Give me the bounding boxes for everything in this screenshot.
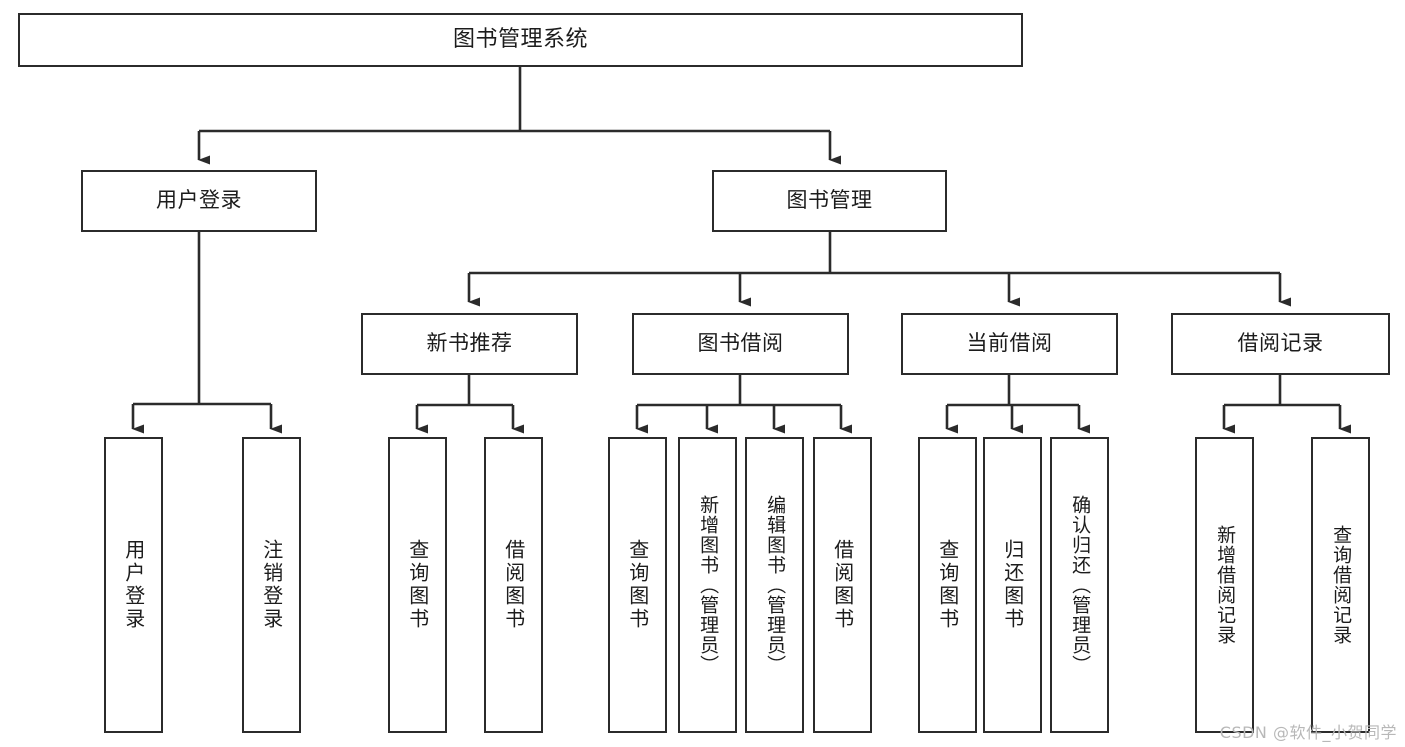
leaf-confirm-return-admin[interactable]: 确认归还（管理员）	[1050, 437, 1109, 733]
node-label: 查询图书	[625, 539, 650, 631]
node-label: 编辑图书（管理员）	[764, 495, 787, 675]
leaf-add-borrow-record[interactable]: 新增借阅记录	[1195, 437, 1254, 733]
leaf-borrow-book-1[interactable]: 借阅图书	[484, 437, 543, 733]
node-label: 查询图书	[935, 539, 960, 631]
leaf-query-book-1[interactable]: 查询图书	[388, 437, 447, 733]
node-user-login[interactable]: 用户登录	[81, 170, 317, 232]
node-book-manage[interactable]: 图书管理	[712, 170, 947, 232]
node-new-book-recommend[interactable]: 新书推荐	[361, 313, 578, 375]
node-label: 注销登录	[259, 539, 284, 631]
node-label: 查询图书	[405, 539, 430, 631]
node-label: 借阅图书	[830, 539, 855, 631]
node-label: 用户登录	[121, 539, 146, 631]
leaf-user-login[interactable]: 用户登录	[104, 437, 163, 733]
node-label: 借阅记录	[1237, 331, 1324, 356]
node-label: 新增借阅记录	[1214, 525, 1237, 645]
node-current-borrow[interactable]: 当前借阅	[901, 313, 1118, 375]
node-label: 借阅图书	[501, 539, 526, 631]
leaf-query-borrow-record[interactable]: 查询借阅记录	[1311, 437, 1370, 733]
node-label: 新增图书（管理员）	[697, 495, 720, 675]
node-label: 当前借阅	[966, 331, 1053, 356]
watermark-text: CSDN @软件_小贺同学	[1219, 723, 1397, 742]
leaf-query-book-3[interactable]: 查询图书	[918, 437, 977, 733]
node-label: 确认归还（管理员）	[1069, 495, 1092, 675]
node-borrow-record[interactable]: 借阅记录	[1171, 313, 1390, 375]
leaf-edit-book-admin[interactable]: 编辑图书（管理员）	[745, 437, 804, 733]
leaf-query-book-2[interactable]: 查询图书	[608, 437, 667, 733]
leaf-borrow-book-2[interactable]: 借阅图书	[813, 437, 872, 733]
node-label: 图书管理	[786, 188, 873, 213]
node-label: 查询借阅记录	[1330, 525, 1353, 645]
node-label: 图书借阅	[697, 331, 784, 356]
leaf-return-book[interactable]: 归还图书	[983, 437, 1042, 733]
leaf-add-book-admin[interactable]: 新增图书（管理员）	[678, 437, 737, 733]
node-label: 归还图书	[1000, 539, 1025, 631]
leaf-logout[interactable]: 注销登录	[242, 437, 301, 733]
node-label: 新书推荐	[426, 331, 513, 356]
node-label: 用户登录	[156, 188, 242, 213]
node-label: 图书管理系统	[452, 26, 588, 52]
node-root-system[interactable]: 图书管理系统	[18, 13, 1023, 67]
node-book-borrow[interactable]: 图书借阅	[632, 313, 849, 375]
